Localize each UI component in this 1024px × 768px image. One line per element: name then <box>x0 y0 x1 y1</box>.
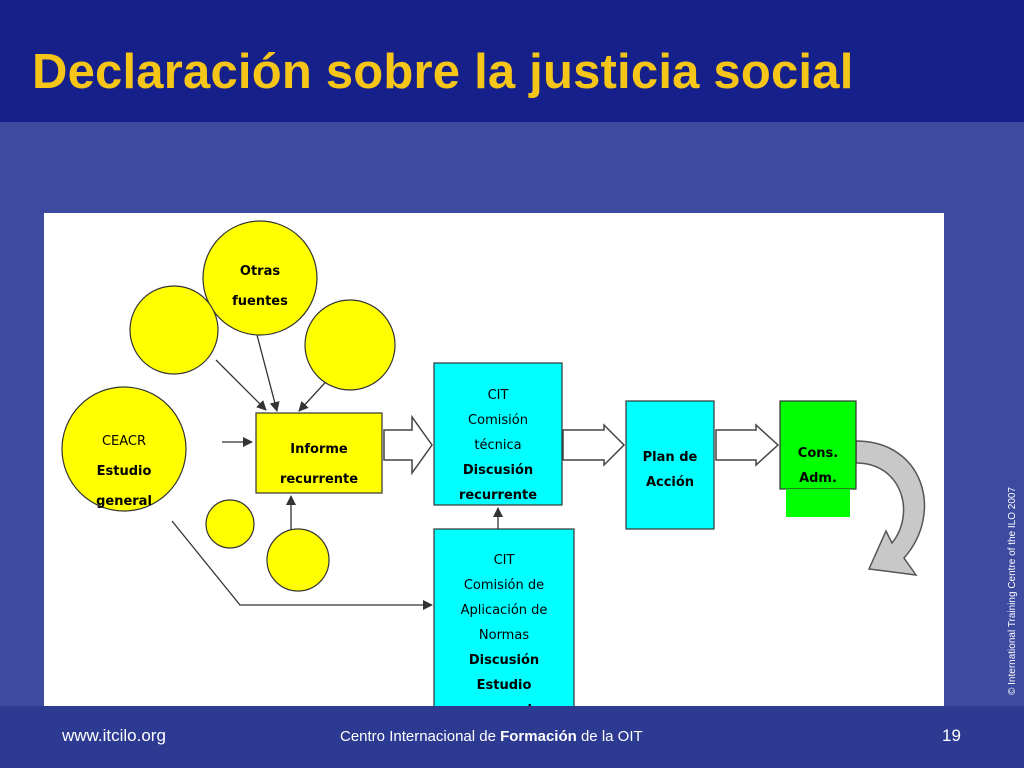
label-cit-comision-tecnica: CIT Comisión técnica Discusión recurrent… <box>458 388 538 503</box>
label-consejo-administracion: Cons. Adm. <box>797 446 839 486</box>
label-ceacr: CEACR Estudio general <box>96 434 152 509</box>
label-informe-recurrente: Informe recurrente <box>279 442 359 487</box>
block-arrow-cit-to-plan <box>562 423 626 467</box>
box-cit-comision-tecnica <box>433 362 563 506</box>
arrow-otras-to-informe <box>256 334 280 412</box>
footer-organization: Centro Internacional de Formación de la … <box>340 728 643 745</box>
block-arrow-informe-to-cit <box>383 414 433 476</box>
diagram-panel: Otras fuentes CEACR Estudio general Info… <box>44 213 944 733</box>
circle-ceacr <box>61 386 187 512</box>
curved-return-arrow <box>855 440 926 576</box>
circle-top-right <box>304 299 396 391</box>
circle-otras-fuentes <box>202 220 318 336</box>
page-number: 19 <box>942 726 961 745</box>
footer-band <box>0 706 1024 768</box>
label-cit-aplicacion-normas: CIT Comisión de Aplicación de Normas Dis… <box>460 553 548 718</box>
circle-small-bottom <box>205 499 255 549</box>
box-informe-recurrente <box>255 412 383 494</box>
footer-url-link[interactable]: www.itcilo.org <box>62 726 166 745</box>
circle-top-left <box>129 285 219 375</box>
arrow-ceacr-to-cit-normas <box>171 520 433 610</box>
box-consejo-tab <box>786 489 850 517</box>
copyright-notice: © International Training Centre of the I… <box>1007 486 1018 695</box>
box-consejo-administracion <box>779 400 857 490</box>
label-otras-fuentes: Otras fuentes <box>232 264 288 309</box>
diagram-graphics <box>61 220 926 722</box>
slide-title: Declaración sobre la justicia social <box>32 45 854 99</box>
title-band <box>0 0 1024 122</box>
circle-bottom <box>266 528 330 592</box>
box-plan-de-accion <box>625 400 715 530</box>
label-plan-de-accion: Plan de Acción <box>642 450 698 490</box>
arrow-circle-left-to-informe <box>215 359 267 411</box>
block-arrow-plan-to-cons <box>715 423 780 467</box>
